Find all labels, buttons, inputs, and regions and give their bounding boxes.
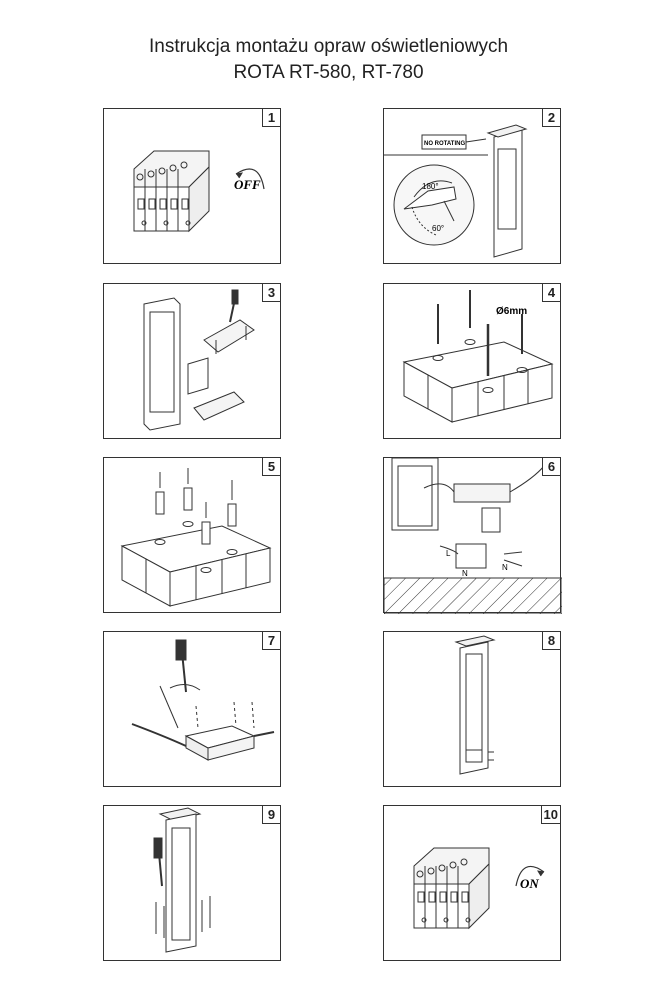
wiring-connection-illustration: L N N	[384, 458, 562, 614]
document-title: Instrukcja montażu opraw oświetleniowych	[148, 36, 509, 57]
screw-closing-illustration	[131, 639, 275, 761]
step-number: 5	[262, 458, 280, 476]
on-label: ON	[520, 876, 539, 891]
circuit-breaker-on-illustration: ON	[413, 847, 545, 930]
neutral-wire-label: N	[462, 569, 468, 578]
angle-60-label: 60°	[432, 224, 444, 233]
open-housing-illustration	[143, 289, 255, 431]
step-number: 4	[542, 284, 560, 302]
assembled-lamp-illustration	[454, 635, 496, 775]
drill-diameter-label: Ø6mm	[496, 306, 527, 317]
no-rotating-label: NO ROTATING	[424, 141, 465, 147]
off-label: OFF	[234, 177, 261, 192]
step-6-panel: L N N 6	[383, 457, 562, 614]
step-number: 2	[542, 109, 560, 127]
step-4-panel: Ø6mm 4	[383, 283, 561, 439]
drilling-holes-illustration: Ø6mm	[402, 290, 554, 423]
step-number: 1	[262, 109, 280, 127]
circuit-breaker-off-illustration: OFF	[133, 150, 265, 233]
step-3-panel: 3	[103, 283, 281, 439]
step-number: 7	[262, 632, 280, 650]
mounting-rotation-illustration: NO ROTATING 180° 60°	[384, 124, 528, 258]
step-9-panel: 9	[103, 805, 281, 961]
step-5-panel: 5	[103, 457, 281, 613]
fixing-lamp-illustration	[153, 807, 211, 953]
step-number: 9	[262, 806, 280, 824]
live-wire-label: L	[446, 549, 451, 558]
angle-180-label: 180°	[422, 182, 439, 191]
step-number: 6	[542, 458, 560, 476]
wall-plugs-illustration	[120, 468, 272, 607]
step-2-panel: NO ROTATING 180° 60° 2	[383, 108, 561, 264]
step-7-panel: 7	[103, 631, 281, 787]
step-8-panel: 8	[383, 631, 561, 787]
step-number: 10	[540, 806, 560, 824]
step-10-panel: ON 10	[383, 805, 561, 961]
step-1-panel: OFF 1	[103, 108, 281, 264]
step-number: 8	[542, 632, 560, 650]
document-subtitle: ROTA RT-580, RT-780	[233, 62, 424, 83]
neutral-wire-label-2: N	[502, 563, 508, 572]
step-number: 3	[262, 284, 280, 302]
